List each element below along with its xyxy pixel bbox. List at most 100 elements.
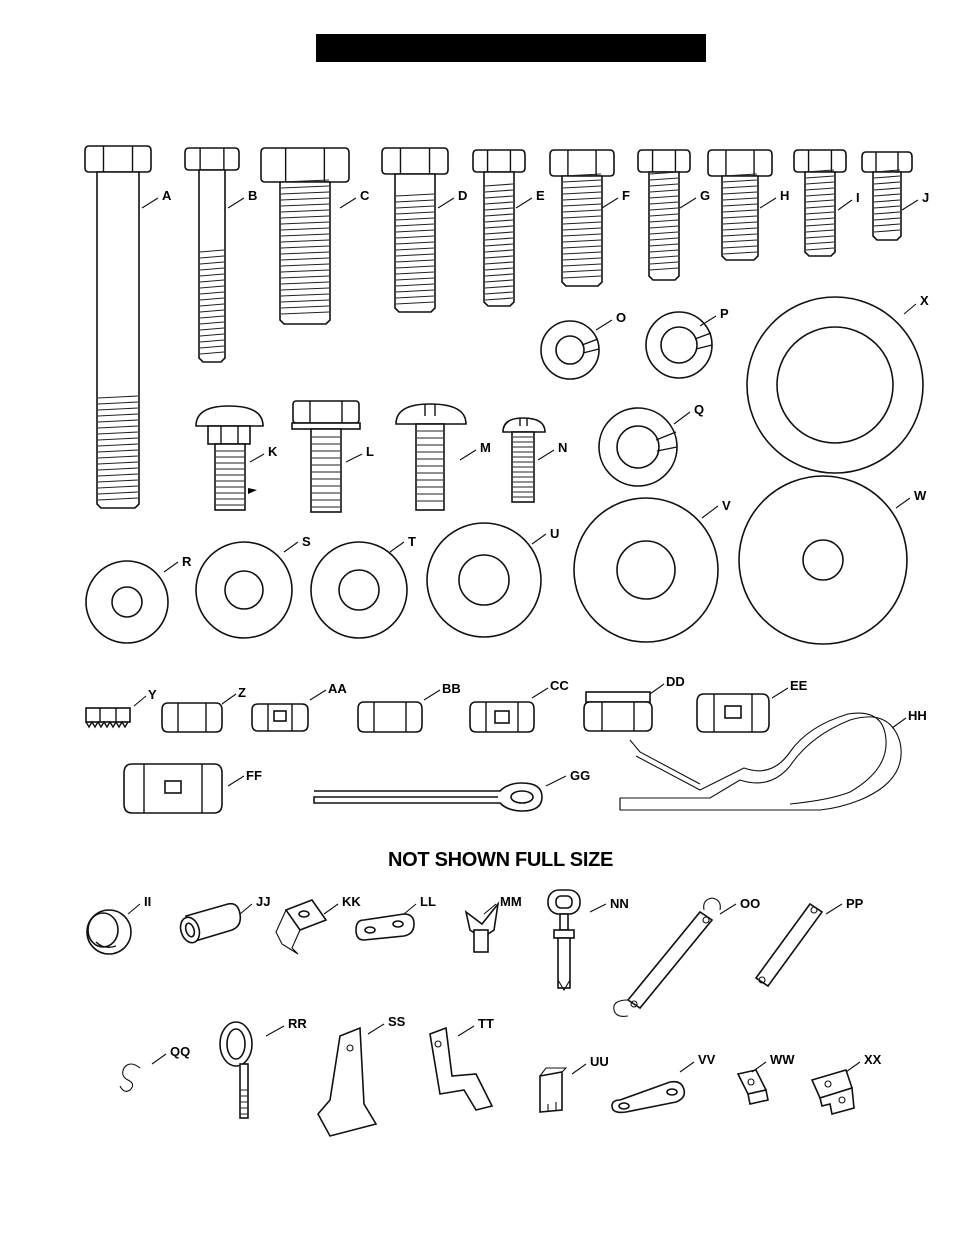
part-label-p: P — [720, 306, 729, 321]
part-label-x: X — [920, 293, 929, 308]
part-label-ii: II — [144, 894, 151, 909]
lock-washer-o-icon — [541, 321, 599, 379]
part-label-xx: XX — [864, 1052, 882, 1067]
part-label-ee: EE — [790, 678, 808, 693]
part-label-dd: DD — [666, 674, 685, 689]
part-label-mm: MM — [500, 894, 522, 909]
leader-line-bb — [424, 690, 440, 700]
leader-line-k — [250, 454, 264, 462]
part-label-c: C — [360, 188, 370, 203]
bracket-kk-icon — [276, 900, 326, 954]
part-label-ff: FF — [246, 768, 262, 783]
leader-line-x — [904, 304, 916, 314]
leader-line-m — [460, 450, 476, 460]
flat-washer-r-icon — [86, 561, 168, 643]
hitch-pin-nn-icon — [548, 890, 580, 990]
lock-nut-cc-icon — [470, 702, 534, 732]
part-label-tt: TT — [478, 1016, 494, 1031]
part-label-v: V — [722, 498, 731, 513]
leader-line-uu — [572, 1064, 586, 1074]
part-label-i: I — [856, 190, 860, 205]
s-hook-qq-icon — [120, 1064, 140, 1091]
part-label-l: L — [366, 444, 374, 459]
leader-line-qq — [152, 1054, 166, 1064]
bracket-tt-icon — [430, 1028, 492, 1110]
part-label-uu: UU — [590, 1054, 609, 1069]
leader-line-y — [134, 696, 146, 706]
cotter-pin-gg-icon — [314, 783, 542, 811]
leader-line-ii — [128, 904, 140, 914]
lock-nut-ee-icon — [697, 694, 769, 732]
hex-nut-z-icon — [162, 703, 222, 732]
not-full-size-note: NOT SHOWN FULL SIZE — [388, 849, 613, 871]
strap-vv-icon — [612, 1082, 684, 1113]
leader-line-aa — [310, 690, 326, 700]
clip-uu-icon — [540, 1068, 566, 1112]
part-label-a: A — [162, 188, 172, 203]
hex-bolt-a-icon — [85, 146, 151, 508]
lock-nut-ff-icon — [124, 764, 222, 813]
leader-line-g — [680, 198, 696, 208]
part-label-h: H — [780, 188, 789, 203]
part-label-t: T — [408, 534, 416, 549]
lock-nut-aa-icon — [252, 704, 308, 731]
leader-line-r — [164, 562, 178, 572]
part-label-cc: CC — [550, 678, 569, 693]
part-label-aa: AA — [328, 681, 347, 696]
wing-nut-mm-icon — [466, 904, 498, 952]
part-label-kk: KK — [342, 894, 361, 909]
leader-line-ss — [368, 1024, 384, 1034]
leader-line-l — [346, 454, 362, 462]
leader-line-oo — [720, 904, 736, 914]
spacer-jj-icon — [177, 904, 240, 945]
part-label-gg: GG — [570, 768, 590, 783]
part-label-k: K — [268, 444, 278, 459]
hex-bolt-i-icon — [794, 150, 846, 256]
part-label-d: D — [458, 188, 467, 203]
leader-line-n — [538, 450, 554, 460]
part-label-w: W — [914, 488, 927, 503]
part-label-bb: BB — [442, 681, 461, 696]
part-label-m: M — [480, 440, 491, 455]
part-label-jj: JJ — [256, 894, 270, 909]
part-label-r: R — [182, 554, 192, 569]
leader-line-f — [602, 198, 618, 208]
serrated-nut-y-icon — [86, 708, 130, 727]
leader-line-cc — [532, 688, 548, 698]
part-label-j: J — [922, 190, 929, 205]
leader-line-b — [228, 198, 244, 208]
leader-line-j — [902, 200, 918, 210]
hex-bolt-b-icon — [185, 148, 239, 362]
leader-line-jj — [240, 904, 252, 914]
hex-bolt-h-icon — [708, 150, 772, 260]
leader-line-hh — [892, 718, 906, 728]
leader-line-gg — [546, 776, 566, 786]
flange-nut-dd-icon — [584, 692, 652, 731]
part-label-ss: SS — [388, 1014, 406, 1029]
flat-washer-w-icon — [739, 476, 907, 644]
part-label-e: E — [536, 188, 545, 203]
part-label-b: B — [248, 188, 257, 203]
part-label-hh: HH — [908, 708, 927, 723]
link-oo-icon — [614, 898, 721, 1016]
hex-bolt-f-icon — [550, 150, 614, 286]
leader-line-h — [760, 198, 776, 208]
part-label-ll: LL — [420, 894, 436, 909]
part-label-q: Q — [694, 402, 704, 417]
flat-washer-x-icon — [747, 297, 923, 473]
hex-bolt-e-icon — [473, 150, 525, 306]
leader-line-ll — [404, 904, 416, 914]
part-label-qq: QQ — [170, 1044, 190, 1059]
lock-washer-p-icon — [646, 312, 712, 378]
bracket-xx-icon — [812, 1070, 854, 1114]
leader-line-rr — [266, 1026, 284, 1036]
leader-line-o — [596, 320, 612, 330]
leader-line-kk — [324, 904, 338, 914]
part-label-y: Y — [148, 687, 157, 702]
leader-line-d — [438, 198, 454, 208]
eye-bolt-rr-icon — [220, 1022, 252, 1118]
leader-line-tt — [458, 1026, 474, 1036]
leader-line-q — [674, 412, 690, 424]
leader-line-ww — [752, 1062, 766, 1072]
